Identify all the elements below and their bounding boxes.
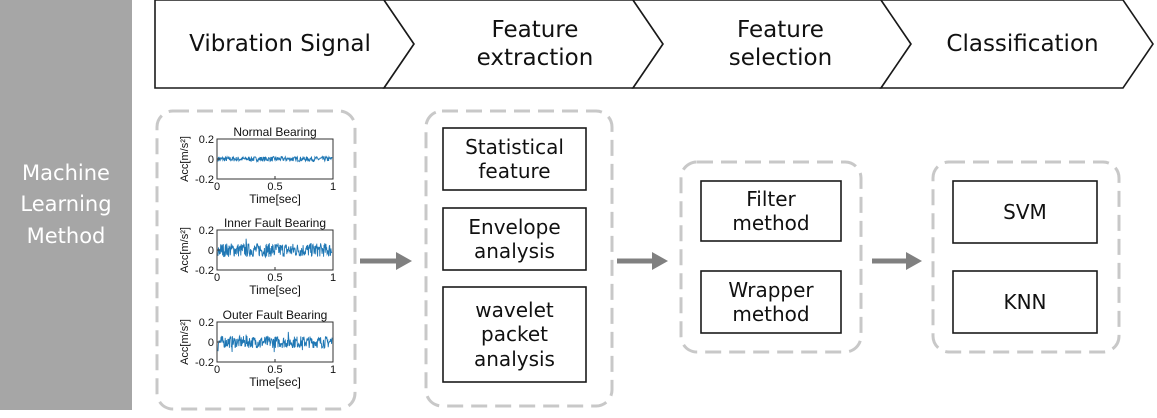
- side-label-line: Machine: [22, 160, 110, 185]
- y-axis-label: Acc[m/s²]: [179, 136, 191, 182]
- stage-label-line: Classification: [946, 30, 1099, 57]
- dashed-group-frame: [679, 160, 863, 354]
- feature-extraction-label-line: packet: [481, 322, 548, 347]
- signal-waveform: [217, 155, 333, 164]
- plot-title: Inner Fault Bearing: [224, 216, 326, 230]
- x-axis-label: Time[sec]: [249, 375, 301, 389]
- feature-extraction-box: [442, 127, 587, 191]
- stage-label-line: selection: [728, 45, 833, 71]
- dashed-group-frame: [155, 109, 357, 411]
- feature-extraction-label-line: analysis: [474, 239, 555, 263]
- y-axis-label: Acc[m/s²]: [179, 319, 191, 365]
- feature-extraction-label-line: Envelope: [468, 214, 561, 239]
- feature-selection-label-line: method: [732, 302, 810, 326]
- feature-extraction-box: [442, 286, 587, 383]
- stage-label-line: Vibration Signal: [189, 30, 371, 57]
- feature-extraction-label-line: analysis: [474, 346, 555, 371]
- classifier-box: [952, 180, 1098, 244]
- feature-extraction-label-line: feature: [478, 159, 551, 183]
- classifier-box: [952, 270, 1098, 334]
- y-tick-label: 0.2: [199, 317, 214, 329]
- y-tick-label: 0: [208, 337, 214, 349]
- feature-extraction-label-line: Statistical: [465, 134, 564, 159]
- x-tick-label: 1: [330, 181, 336, 193]
- side-label-line: Learning: [20, 192, 112, 217]
- classifier-label: SVM: [953, 181, 1097, 243]
- feature-selection-box: [700, 270, 842, 334]
- feature-extraction-label-line: wavelet: [475, 297, 554, 322]
- x-tick-label: 1: [330, 364, 336, 376]
- feature-extraction-box: [442, 207, 587, 271]
- feature-selection-box: [700, 180, 842, 242]
- x-tick-label: 0: [214, 272, 220, 284]
- stage-chevron: [879, 0, 1154, 89]
- classifier-label: KNN: [953, 271, 1097, 333]
- stage-label: Vibration Signal: [155, 0, 405, 88]
- x-axis-label: Time[sec]: [249, 283, 301, 297]
- dashed-group-frame: [931, 160, 1121, 354]
- stage-label-line: extraction: [476, 45, 594, 71]
- x-axis-label: Time[sec]: [249, 192, 301, 206]
- x-tick-label: 0: [214, 181, 220, 193]
- arrow-head: [906, 252, 922, 270]
- flow-arrow: [360, 252, 412, 270]
- flow-arrow: [617, 252, 668, 270]
- arrow-head: [652, 252, 668, 270]
- dashed-group-frame: [424, 109, 614, 408]
- stage-label: Classification: [915, 0, 1130, 88]
- feature-selection-label-line: Filter: [746, 186, 796, 211]
- signal-waveform: [217, 331, 333, 353]
- y-tick-label: -0.2: [195, 265, 214, 277]
- feature-selection-label-line: Wrapper: [728, 277, 814, 302]
- stage-label-line: Feature: [491, 16, 579, 43]
- classifier-label-line: KNN: [1003, 289, 1047, 314]
- y-tick-label: -0.2: [195, 357, 214, 369]
- x-tick-label: 0.5: [267, 272, 282, 284]
- plot-title: Outer Fault Bearing: [223, 308, 328, 322]
- plot-title: Normal Bearing: [233, 125, 316, 139]
- x-tick-label: 0: [214, 364, 220, 376]
- y-tick-label: -0.2: [195, 174, 214, 186]
- x-tick-label: 1: [330, 272, 336, 284]
- y-tick-label: 0: [208, 245, 214, 257]
- side-label-line: Method: [26, 223, 106, 248]
- flow-arrow: [872, 252, 922, 270]
- arrow-head: [396, 252, 412, 270]
- y-axis-label: Acc[m/s²]: [179, 227, 191, 273]
- x-tick-label: 0.5: [267, 364, 282, 376]
- y-tick-label: 0.2: [199, 225, 214, 237]
- y-tick-label: 0.2: [199, 134, 214, 146]
- signal-waveform: [217, 238, 333, 259]
- stage-label-line: Feature: [737, 16, 824, 43]
- x-tick-label: 0.5: [267, 181, 282, 193]
- classifier-label-line: SVM: [1003, 199, 1047, 224]
- feature-selection-label-line: method: [732, 211, 810, 235]
- y-tick-label: 0: [208, 154, 214, 166]
